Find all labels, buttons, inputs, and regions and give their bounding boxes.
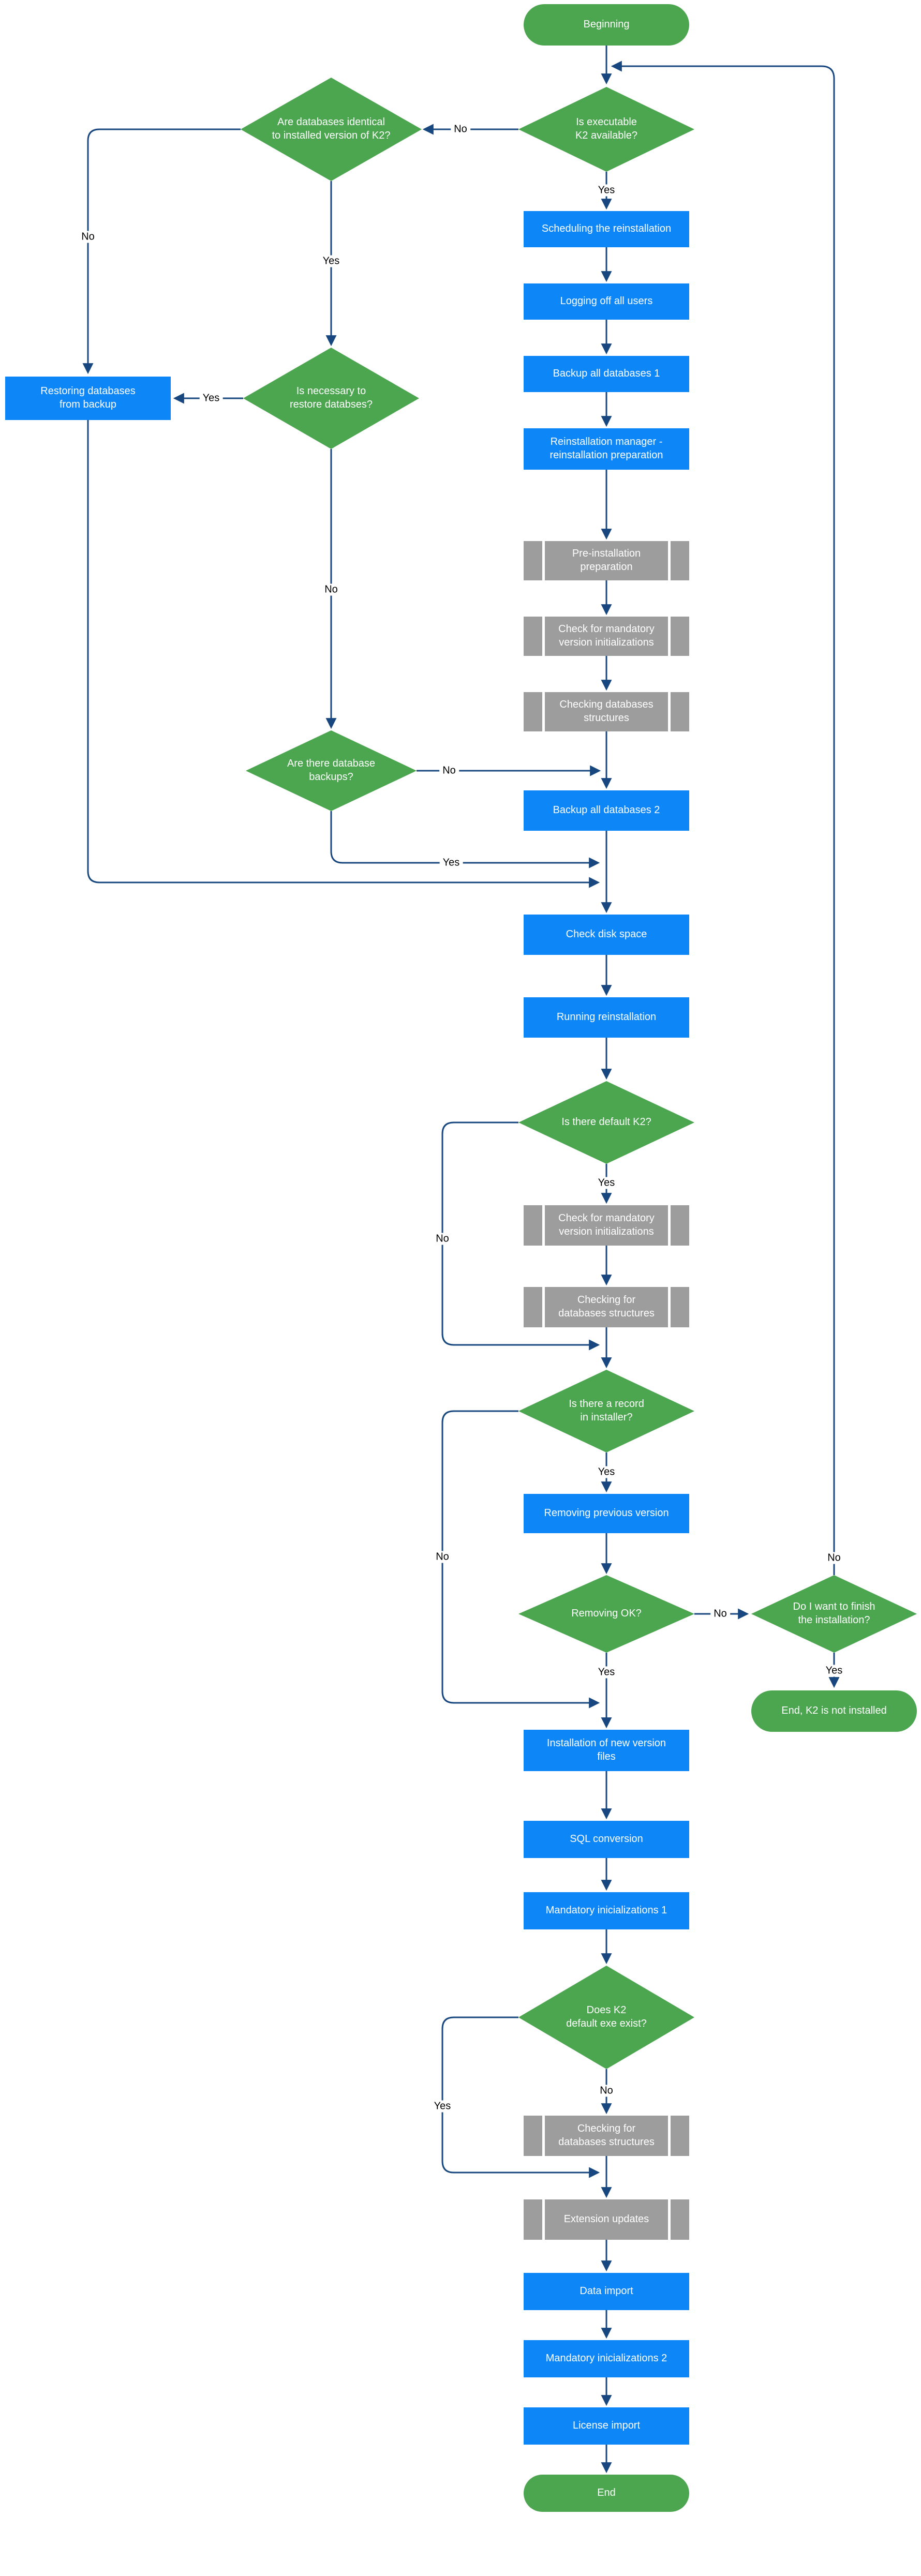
process-sql-conversion-label: SQL conversion [570,1833,643,1845]
edge-label-no-d2-left: No [78,231,98,243]
terminator-end-label: End [597,2487,616,2499]
decision-does-k2-default-exe-exist-label: Does K2 default exe exist? [566,2004,647,2029]
decision-are-databases-identical-label: Are databases identical to installed ver… [272,116,391,141]
edge-label-no-d8-up: No [824,1552,844,1564]
process-mandatory-inicializations-2-label: Mandatory inicializations 2 [545,2353,667,2364]
subprocess-check-for-mandatory-version-initializations-1-label: Check for mandatory version initializati… [558,623,655,648]
process-data-import-label: Data import [580,2285,633,2297]
process-running-reinstallation-label: Running reinstallation [556,1011,657,1023]
subprocess-checking-for-databases-structures-2-label: Checking for databases structures [558,2123,655,2148]
edge-d9-yes-loop [441,2016,600,2178]
process-removing-previous-version-label: Removing previous version [544,1507,669,1519]
edge-label-yes-d1-down: Yes [595,184,618,197]
process-backup-all-databases-1: Backup all databases 1 [524,356,689,392]
subprocess-checking-databases-structures: Checking databases structures [524,692,689,731]
process-license-import: License import [524,2407,689,2445]
terminator-beginning-label: Beginning [583,19,630,31]
process-backup-all-databases-2: Backup all databases 2 [524,790,689,831]
edge-label-no-d6-loop: No [433,1551,452,1563]
process-installation-of-new-version-files-label: Installation of new version files [546,1738,666,1762]
subprocess-check-for-mandatory-version-initializations-2: Check for mandatory version initializati… [524,1205,689,1246]
process-running-reinstallation: Running reinstallation [524,997,689,1038]
terminator-end: End [524,2475,689,2512]
subprocess-checking-for-databases-structures-1-label: Checking for databases structures [558,1294,655,1319]
process-check-disk-space: Check disk space [524,915,689,955]
process-logging-off-all-users: Logging off all users [524,283,689,320]
subprocess-check-for-mandatory-version-initializations-1: Check for mandatory version initializati… [524,617,689,656]
edge-d2-no-left-down [82,128,241,375]
terminator-end-k2-not-installed: End, K2 is not installed [751,1690,917,1732]
subprocess-checking-databases-structures-label: Checking databases structures [559,699,653,724]
terminator-beginning: Beginning [524,4,689,46]
subprocess-pre-installation-preparation: Pre-installation preparation [524,541,689,580]
decision-removing-ok-label: Removing OK? [571,1608,642,1620]
process-mandatory-inicializations-2: Mandatory inicializations 2 [524,2340,689,2377]
process-sql-conversion: SQL conversion [524,1821,689,1858]
process-removing-previous-version: Removing previous version [524,1494,689,1533]
edge-restoring-to-main [87,420,600,888]
process-restoring-databases-from-backup: Restoring databases from backup [5,377,171,420]
edge-label-no-d3-down: No [321,583,341,596]
process-backup-all-databases-1-label: Backup all databases 1 [553,368,660,380]
subprocess-checking-for-databases-structures-1: Checking for databases structures [524,1287,689,1327]
process-license-import-label: License import [572,2420,641,2432]
terminator-end-k2-not-installed-label: End, K2 is not installed [781,1705,887,1717]
subprocess-pre-installation-preparation-label: Pre-installation preparation [572,548,641,573]
process-installation-of-new-version-files: Installation of new version files [524,1730,689,1771]
process-mandatory-inicializations-1-label: Mandatory inicializations 1 [545,1905,667,1916]
process-data-import: Data import [524,2273,689,2310]
edge-label-no-d7-right: No [710,1608,730,1620]
edge-d6-no-loop [441,1410,600,1709]
decision-are-there-database-backups-label: Are there database backups? [287,758,376,783]
edge-label-no-d1-left: No [451,123,470,136]
edge-d4-yes-right [330,811,600,868]
process-mandatory-inicializations-1: Mandatory inicializations 1 [524,1892,689,1929]
process-restoring-databases-from-backup-label: Restoring databases from backup [40,385,136,410]
edge-label-yes-d3-left: Yes [199,392,223,405]
decision-is-necessary-to-restore-label: Is necessary to restore databses? [289,385,373,410]
process-scheduling-the-reinstallation-label: Scheduling the reinstallation [541,223,672,235]
subprocess-extension-updates-label: Extension updates [563,2213,649,2225]
process-reinstallation-manager-label: Reinstallation manager - reinstallation … [549,436,663,461]
subprocess-check-for-mandatory-version-initializations-2-label: Check for mandatory version initializati… [558,1212,655,1237]
process-reinstallation-manager: Reinstallation manager - reinstallation … [524,428,689,470]
edge-label-yes-d7-down: Yes [595,1666,618,1679]
edge-label-yes-d2-down: Yes [319,255,343,267]
process-check-disk-space-label: Check disk space [566,928,647,940]
process-scheduling-the-reinstallation: Scheduling the reinstallation [524,211,689,247]
subprocess-checking-for-databases-structures-2: Checking for databases structures [524,2116,689,2156]
process-backup-all-databases-2-label: Backup all databases 2 [553,804,660,816]
decision-is-there-a-record-in-installer-label: Is there a record in installer? [569,1398,644,1423]
edge-label-no-d9-down: No [597,2085,616,2097]
decision-is-there-default-k2-label: Is there default K2? [561,1116,651,1128]
edge-d8-no-up-loop [611,61,835,1575]
subprocess-extension-updates: Extension updates [524,2199,689,2240]
edge-label-yes-d4-right: Yes [439,857,463,869]
edge-label-yes-d8-down: Yes [822,1665,846,1677]
edge-label-yes-d6-down: Yes [595,1466,618,1478]
process-logging-off-all-users-label: Logging off all users [560,295,653,307]
edge-label-yes-d9-loop: Yes [430,2100,454,2113]
edge-label-yes-d5-down: Yes [595,1177,618,1189]
edge-label-no-d5-loop: No [433,1233,452,1245]
decision-is-executable-k2-available-label: Is executable K2 available? [575,116,638,141]
decision-do-i-want-to-finish-label: Do I want to finish the installation? [793,1601,875,1626]
edge-label-no-d4-right: No [439,765,459,777]
